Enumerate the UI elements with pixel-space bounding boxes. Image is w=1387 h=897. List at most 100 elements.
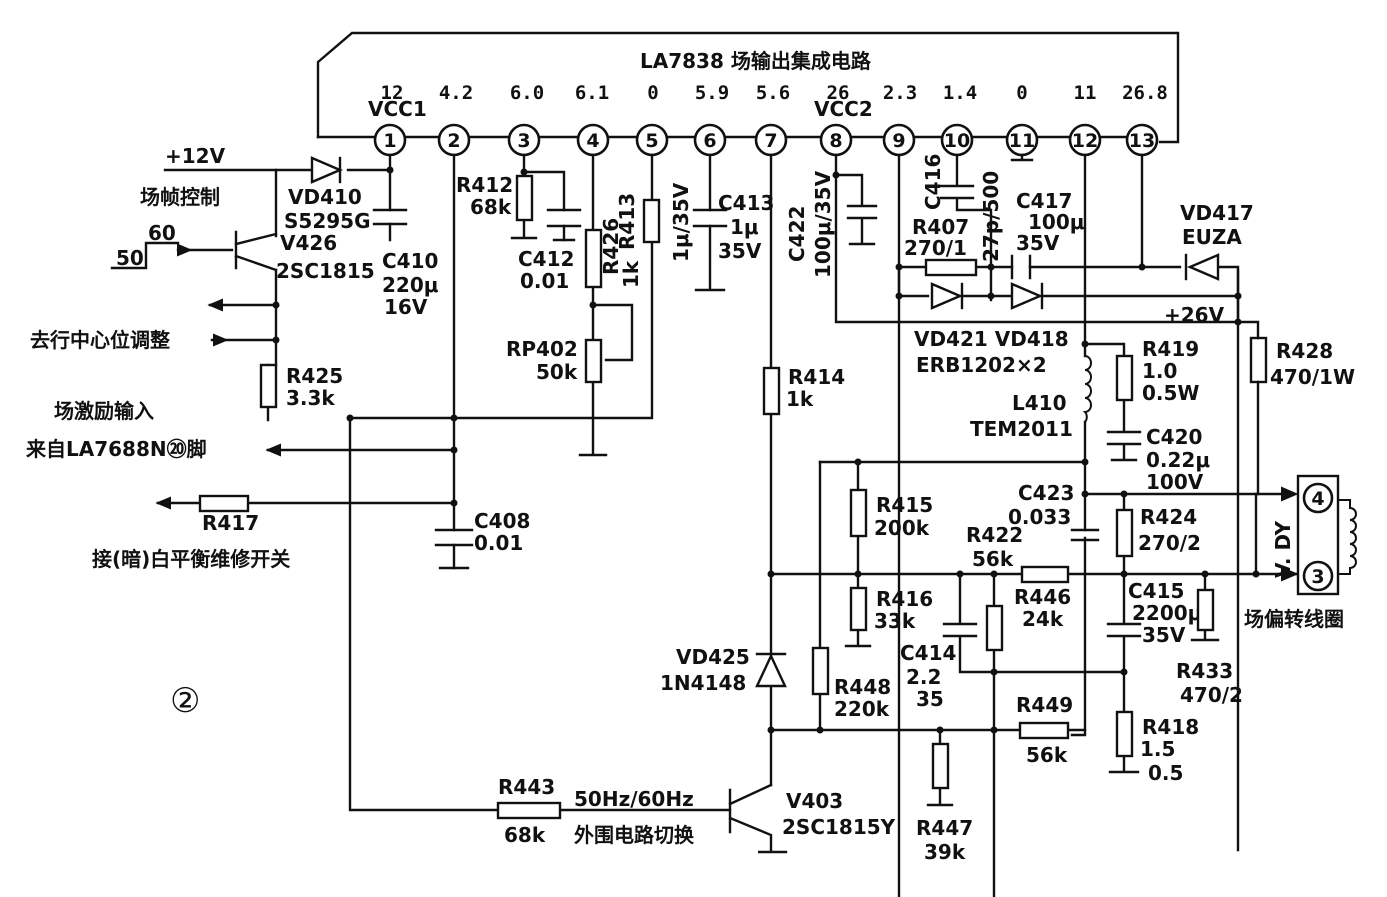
- pin3-voltage: 6.0: [510, 82, 544, 104]
- r446-name: R446: [1014, 585, 1071, 609]
- r417-resistor: [198, 494, 250, 513]
- r418-name: R418: [1142, 715, 1199, 739]
- wires-middle: [728, 153, 1240, 897]
- pin-13-number: 13: [1129, 130, 1155, 152]
- c410-voltage: 16V: [384, 295, 428, 319]
- r412-resistor: [515, 174, 534, 222]
- arrow-icon: [265, 443, 281, 457]
- r425-value: 3.3k: [286, 386, 335, 410]
- r424-name: R424: [1140, 505, 1197, 529]
- c422-name: C422: [785, 206, 809, 262]
- pin11-voltage: 0: [1016, 82, 1027, 104]
- c410-value: 220μ: [382, 273, 439, 297]
- r425-name: R425: [286, 364, 343, 388]
- v403-name: V403: [786, 789, 843, 813]
- l410-type: TEM2011: [970, 417, 1073, 441]
- r446-value: 24k: [1022, 607, 1064, 631]
- r422-name: R422: [966, 523, 1023, 547]
- ic-title: LA7838 场输出集成电路: [640, 49, 872, 73]
- erb-type: ERB1202×2: [916, 353, 1047, 377]
- r425-resistor: [259, 363, 278, 409]
- r417-name: R417: [202, 511, 259, 535]
- c417-value: 100μ: [1028, 210, 1085, 234]
- r414-value: 1k: [786, 387, 814, 411]
- plus26v-label: +26V: [1164, 303, 1225, 327]
- wb-switch-label: 接(暗)白平衡维修开关: [92, 547, 290, 571]
- c416-name: C416: [921, 154, 945, 210]
- pin-5-number: 5: [645, 130, 658, 152]
- c412-name: C412: [518, 247, 574, 271]
- r447-value: 39k: [924, 840, 966, 864]
- yoke-label: 场偏转线圈: [1244, 607, 1344, 631]
- pin-6-number: 6: [703, 130, 716, 152]
- r428-name: R428: [1276, 339, 1333, 363]
- c415-value: 2200μ: [1132, 601, 1203, 625]
- r433-value: 470/2: [1180, 683, 1243, 707]
- r448-name: R448: [834, 675, 891, 699]
- c414-voltage: 35: [916, 687, 944, 711]
- r443-name: R443: [498, 775, 555, 799]
- r416-name: R416: [876, 587, 933, 611]
- l410-name: L410: [1012, 391, 1067, 415]
- r407-name: R407: [912, 215, 969, 239]
- pin-9-number: 9: [892, 130, 905, 152]
- r447-name: R447: [916, 816, 973, 840]
- r419-resistor: [1115, 354, 1134, 402]
- pin-1-number: 1: [383, 130, 396, 152]
- vcc2-label: VCC2: [814, 97, 873, 121]
- ref-60-label: 60: [148, 221, 176, 245]
- pin13-voltage: 26.8: [1122, 82, 1168, 104]
- pin5-voltage: 0: [647, 82, 658, 104]
- vd418-diode: [1010, 282, 1044, 310]
- l410-inductor: [1082, 355, 1092, 423]
- r416-resistor: [849, 586, 868, 632]
- c413-voltage: 35V: [718, 239, 762, 263]
- c415-voltage: 35V: [1142, 623, 1186, 647]
- c423-name: C423: [1018, 481, 1074, 505]
- r428-resistor: [1249, 336, 1268, 384]
- pin9-voltage: 2.3: [883, 82, 917, 104]
- pin-12-number: 12: [1072, 130, 1098, 152]
- vd417-type: EUZA: [1182, 225, 1242, 249]
- r422-value: 56k: [972, 547, 1014, 571]
- c417-voltage: 35V: [1016, 231, 1060, 255]
- pin-4-number: 4: [586, 130, 599, 152]
- vd417-diode: [1184, 253, 1220, 281]
- rp402-value: 50k: [536, 360, 578, 384]
- vd421-vd418-name: VD421 VD418: [914, 327, 1069, 351]
- yoke-pin-3: [1302, 560, 1334, 592]
- c415-name: C415: [1128, 579, 1184, 603]
- yoke-pin-4-number: 4: [1311, 488, 1324, 510]
- c408-value: 0.01: [474, 531, 523, 555]
- c420-value: 0.22μ: [1146, 448, 1210, 472]
- r415-resistor: [849, 488, 868, 538]
- arrow-icon: [155, 496, 171, 510]
- r448-value: 220k: [834, 697, 890, 721]
- r418-value: 1.5: [1140, 737, 1175, 761]
- c414-name: C414: [900, 641, 956, 665]
- vd417-name: VD417: [1180, 201, 1254, 225]
- r449-name: R449: [1016, 693, 1073, 717]
- r407-value: 270/1: [904, 236, 967, 260]
- c422-rating: 100μ/35V: [811, 170, 835, 278]
- pin4-voltage: 6.1: [575, 82, 609, 104]
- ref-50-label: 50: [116, 246, 144, 270]
- r424-resistor: [1115, 508, 1134, 558]
- pin6-voltage: 5.9: [695, 82, 729, 104]
- r415-value: 200k: [874, 516, 930, 540]
- pin1-voltage: 12: [381, 82, 404, 104]
- arrow-icon: [213, 333, 229, 347]
- r448-resistor: [811, 646, 830, 696]
- r419-value: 1.0: [1142, 359, 1177, 383]
- r419-name: R419: [1142, 337, 1199, 361]
- c413-name: C413: [718, 191, 774, 215]
- c414-value: 2.2: [906, 665, 941, 689]
- pin-11-number: 11: [1009, 130, 1035, 152]
- c416-rating: 27p/500: [979, 171, 1003, 262]
- c417-name: C417: [1016, 189, 1072, 213]
- r418-power: 0.5: [1148, 761, 1183, 785]
- pin7-voltage: 5.6: [756, 82, 790, 104]
- ic-pins: 1 2 3 4 5 6 7 8 9 10 11 12 13: [373, 123, 1159, 157]
- yoke-pin-4: [1302, 482, 1334, 514]
